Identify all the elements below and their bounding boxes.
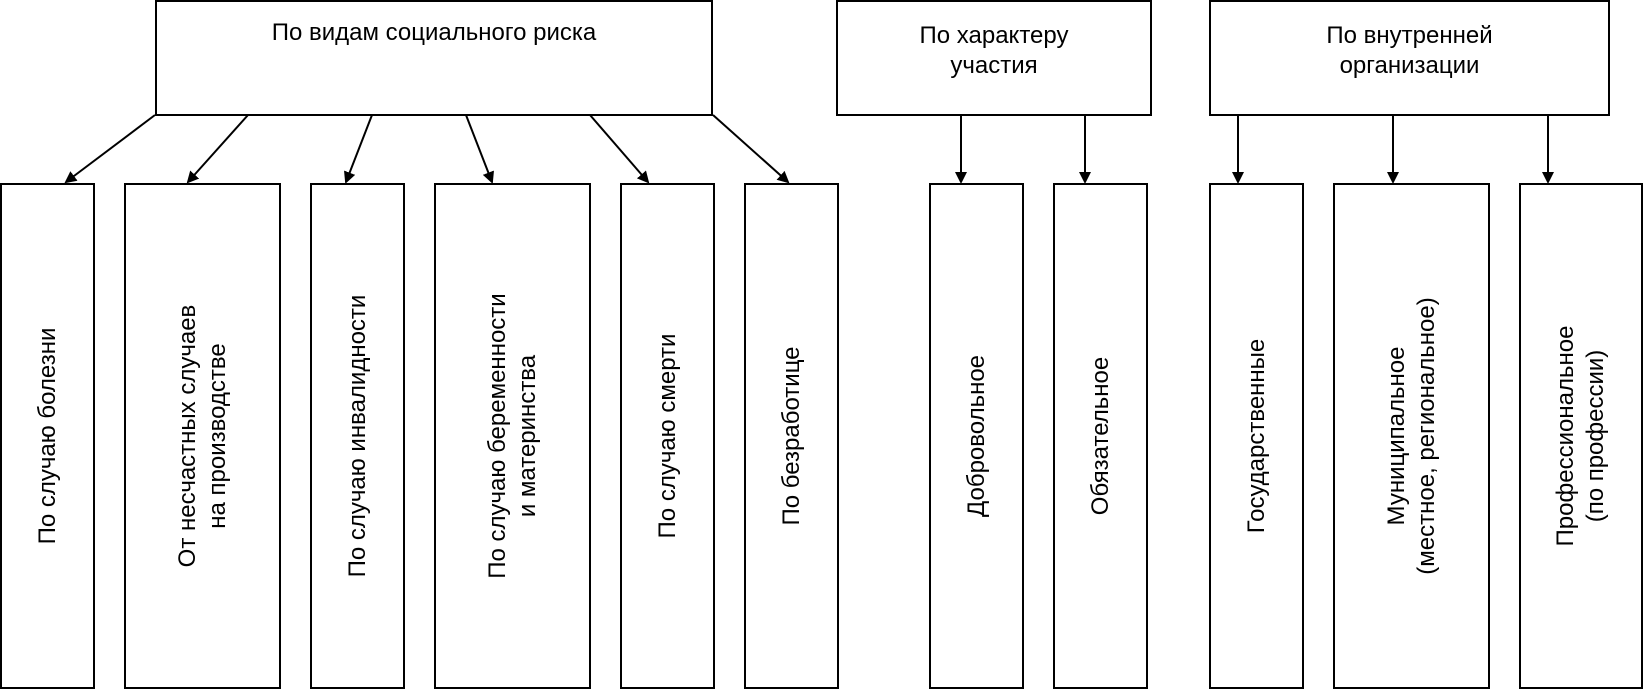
leaf-mandatory-label: Обязательное — [1086, 356, 1114, 516]
leaf-municipal-label: Муниципальное (местное, региональное) — [1382, 297, 1440, 575]
leaf-disability-label: По случаю инвалидности — [343, 294, 371, 578]
leaf-professional-label: Профессиональное (по профессии) — [1552, 325, 1609, 547]
arrow-to-disability — [344, 114, 373, 184]
leaf-death-label: По случаю смерти — [653, 333, 681, 539]
header-social-risk-title: По видам социального риска — [271, 19, 597, 46]
arrow-to-death — [589, 114, 650, 184]
header-box-participation: По характеру участия — [836, 0, 1152, 116]
leaf-box-mandatory: Обязательное — [1053, 183, 1148, 689]
arrow-to-unemployment — [712, 114, 790, 184]
leaf-state-label: Государственные — [1242, 338, 1270, 534]
leaf-maternity-label: По случаю беременности и материнства — [483, 293, 541, 579]
leaf-unemployment-label: По безработице — [777, 346, 805, 526]
leaf-box-voluntary: Добровольное — [929, 183, 1024, 689]
leaf-work-accidents-label: От несчастных случаев на производстве — [173, 304, 231, 568]
arrow-to-sickness — [64, 114, 156, 184]
arrow-to-maternity — [465, 114, 494, 184]
leaf-box-unemployment: По безработице — [744, 183, 839, 689]
leaf-voluntary-label: Добровольное — [962, 354, 990, 518]
arrow-to-work-accidents — [186, 114, 249, 184]
header-participation-title: По характеру участия — [919, 22, 1069, 79]
header-box-organization: По внутренней организации — [1209, 0, 1610, 116]
leaf-box-municipal: Муниципальное (местное, региональное) — [1333, 183, 1490, 689]
header-box-social-risk: По видам социального риска — [155, 0, 713, 116]
leaf-box-death: По случаю смерти — [620, 183, 715, 689]
leaf-box-maternity: По случаю беременности и материнства — [434, 183, 591, 689]
leaf-sickness-label: По случаю болезни — [33, 327, 61, 545]
leaf-box-sickness: По случаю болезни — [0, 183, 95, 689]
leaf-box-state: Государственные — [1209, 183, 1304, 689]
header-organization-title: По внутренней организации — [1326, 22, 1493, 79]
leaf-box-disability: По случаю инвалидности — [310, 183, 405, 689]
leaf-box-professional: Профессиональное (по профессии) — [1519, 183, 1643, 689]
leaf-box-work-accidents: От несчастных случаев на производстве — [124, 183, 281, 689]
